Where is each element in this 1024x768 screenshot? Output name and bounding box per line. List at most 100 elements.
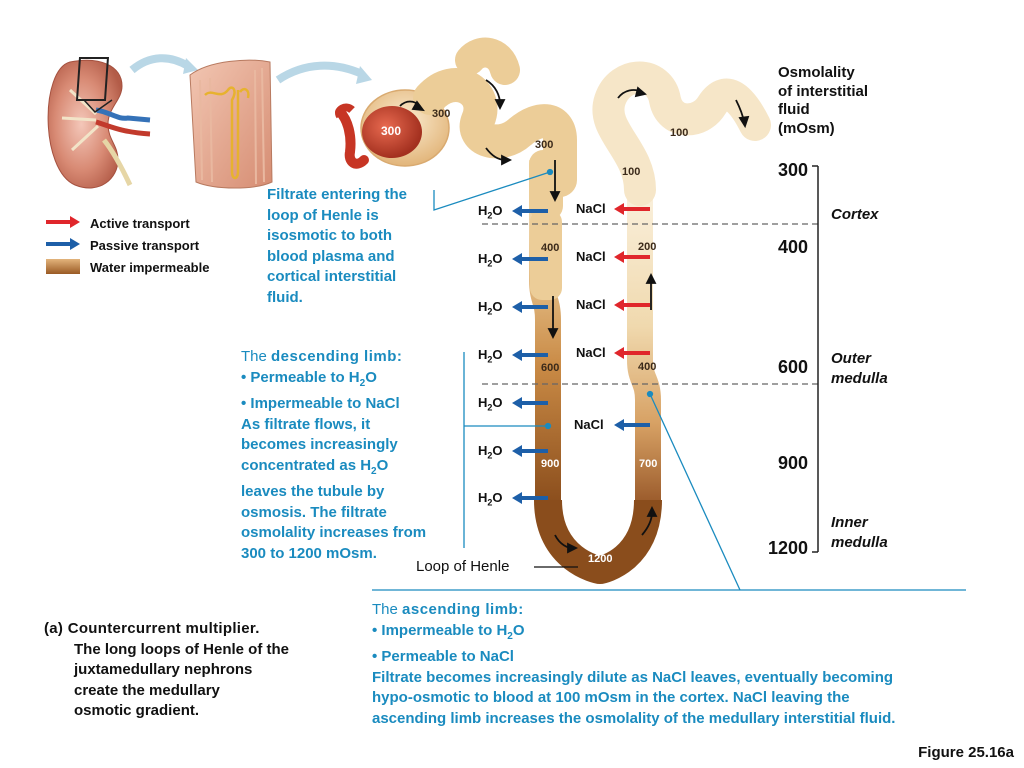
legend-swatches <box>46 216 80 274</box>
water-label-6: H2O <box>478 443 503 461</box>
osmolality-line-4: (mOsm) <box>778 119 835 137</box>
scale-600: 600 <box>777 357 808 377</box>
descending-impermeable: • Impermeable to NaCl <box>241 395 400 412</box>
water-label-5: H2O <box>478 395 503 413</box>
ascending-line-1: Filtrate becomes increasingly dilute as … <box>372 668 894 686</box>
descending-line-6: osmolality increases from <box>241 524 427 541</box>
water-sub: 2 <box>487 402 493 413</box>
value-distal-top: 100 <box>670 127 689 139</box>
leader-lines <box>372 168 966 591</box>
water-arrows <box>512 205 548 504</box>
descending-the: The <box>241 348 272 365</box>
figure-caption: (a) Countercurrent multiplier. The long … <box>44 619 289 722</box>
water-o: O <box>492 251 503 266</box>
descending-l3-pre: concentrated as H <box>241 456 372 474</box>
distal-tubule <box>592 61 771 206</box>
water-sub: 2 <box>487 258 493 269</box>
descending-l3-sub: 2 <box>371 465 377 477</box>
water-h: H <box>478 203 488 218</box>
entering-line-4: blood plasma and <box>267 247 395 265</box>
legend-impermeable-label: Water impermeable <box>90 259 210 275</box>
legend-active-label: Active transport <box>90 215 190 231</box>
value-distal-upper: 100 <box>622 166 641 178</box>
legend-active: Active transport <box>90 215 190 231</box>
legend-impermeable: Water impermeable <box>90 259 209 275</box>
legend-passive: Passive transport <box>90 237 199 253</box>
value-ascending-700: 700 <box>639 458 658 470</box>
descending-line-5: osmosis. The filtrate <box>241 503 387 521</box>
water-label-7: H2O <box>478 490 503 508</box>
water-sub: 2 <box>487 210 493 221</box>
descending-line-2: becomes increasingly <box>241 436 398 453</box>
descending-line-3: concentrated as H2O <box>241 456 426 483</box>
water-h: H <box>478 299 488 314</box>
ascending-impermeable: • Impermeable to H2O <box>372 621 895 648</box>
water-o: O <box>492 443 503 458</box>
ascending-imperm-pre: • Impermeable to H <box>372 621 508 639</box>
region-inner-medulla: Inner medulla <box>831 513 888 553</box>
region-inner-line-1: Inner <box>831 514 868 531</box>
ascending-imperm-sub: 2 <box>507 630 513 642</box>
region-outer-line-2: medulla <box>831 370 888 387</box>
caption-line-4: osmotic gradient. <box>74 702 200 719</box>
water-o: O <box>492 395 503 410</box>
water-sub: 2 <box>487 497 493 508</box>
salt-label-1: NaCl <box>576 201 606 216</box>
descending-perm-sub: 2 <box>359 377 366 389</box>
value-proximal: 300 <box>535 139 554 151</box>
water-h: H <box>478 490 488 505</box>
water-h: H <box>478 251 488 266</box>
tissue-slice-illustration <box>189 59 273 189</box>
water-o: O <box>492 347 503 362</box>
zoom-arrow-2 <box>275 61 364 84</box>
scale-300: 300 <box>777 160 808 180</box>
osmolality-header: Osmolality of interstitial fluid (mOsm) <box>778 64 868 138</box>
osmolality-line-2: of interstitial <box>778 82 869 100</box>
salt-label-4: NaCl <box>576 345 606 360</box>
entering-line-6: fluid. <box>267 288 303 306</box>
water-o: O <box>492 203 503 218</box>
osmolality-line-3: fluid <box>778 101 810 118</box>
water-sub: 2 <box>487 354 493 365</box>
salt-label-2: NaCl <box>576 249 606 264</box>
callout-descending: The descending limb: • Permeable to H2O … <box>241 347 426 564</box>
entering-line-1: Filtrate entering the <box>267 186 408 203</box>
region-outer-medulla: Outer medulla <box>831 349 888 389</box>
ascending-title: ascending limb: <box>402 601 524 618</box>
scale-bracket <box>812 165 819 553</box>
callout-entering: Filtrate entering the loop of Henle is i… <box>267 185 407 308</box>
scale-400: 400 <box>777 237 808 257</box>
water-sub: 2 <box>487 306 493 317</box>
caption-line-1: The long loops of Henle of the <box>74 640 289 658</box>
scale-900: 900 <box>777 453 808 473</box>
value-descending-600: 600 <box>541 362 560 374</box>
descending-title: descending limb: <box>271 348 403 365</box>
loop-of-henle-label: Loop of Henle <box>416 558 510 575</box>
value-bottom-1200: 1200 <box>588 553 613 565</box>
ascending-title-line: The ascending limb: <box>372 600 895 621</box>
salt-arrows <box>614 203 650 431</box>
descending-perm-pre: • Permeable to H <box>241 368 360 386</box>
water-o: O <box>492 299 503 314</box>
proximal-tubule <box>413 68 577 197</box>
descending-l3-post: O <box>376 456 389 474</box>
ascending-line-2: hypo-osmotic to blood at 100 mOsm in the… <box>372 689 850 706</box>
callout-ascending: The ascending limb: • Impermeable to H2O… <box>372 600 895 729</box>
water-label-4: H2O <box>478 347 503 365</box>
ascending-the: The <box>372 601 403 618</box>
entering-line-5: cortical interstitial <box>267 268 397 285</box>
caption-line-2: juxtamedullary nephrons <box>74 661 253 678</box>
region-inner-line-2: medulla <box>831 534 888 551</box>
water-h: H <box>478 347 488 362</box>
zoom-arrow-1 <box>129 54 191 74</box>
value-descending-400: 400 <box>541 242 560 254</box>
salt-label-3: NaCl <box>576 297 606 312</box>
descending-line-1: As filtrate flows, it <box>241 415 371 433</box>
ascending-imperm-post: O <box>512 621 525 639</box>
figure-label: Figure 25.16a <box>918 744 1014 761</box>
water-o: O <box>492 490 503 505</box>
ascending-limb <box>627 180 661 505</box>
water-h: H <box>478 395 488 410</box>
ascending-line-3: ascending limb increases the osmolality … <box>372 709 896 727</box>
